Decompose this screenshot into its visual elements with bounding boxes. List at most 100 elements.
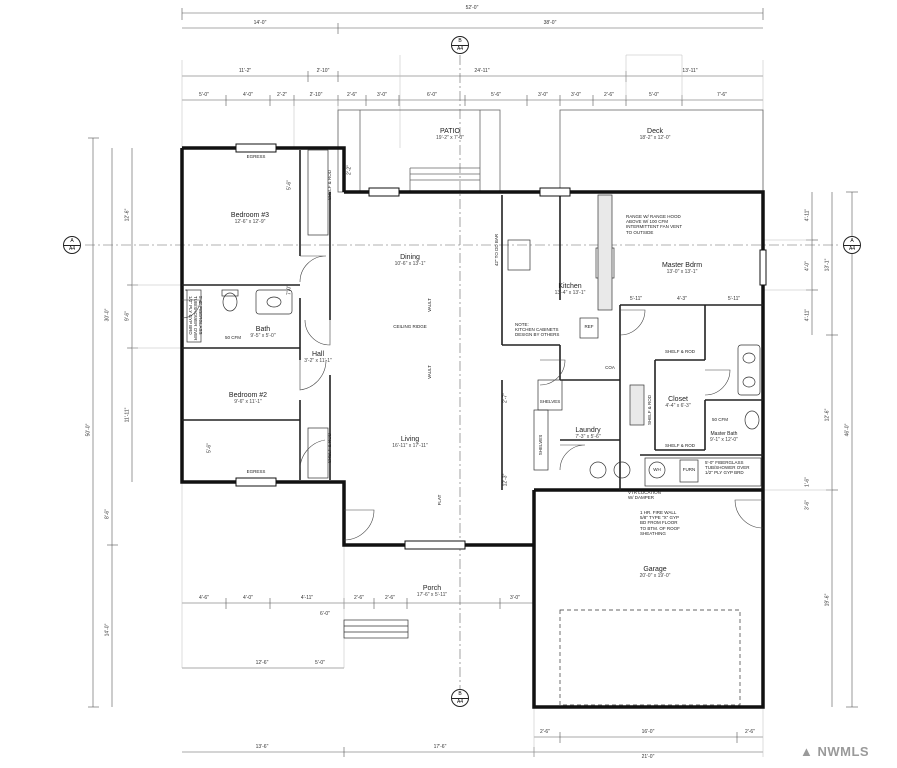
dim-inner: 2'-7" [502, 393, 509, 403]
dim-top-row4: 2'-6" [347, 92, 357, 98]
shelves-label-2: SHELVES [537, 434, 543, 456]
dim-top-row4: 5'-0" [649, 92, 659, 98]
dim-inner: 6'-0" [320, 611, 330, 617]
marker-letter: B [458, 691, 462, 697]
dim-right-c: 19'-6" [824, 593, 831, 607]
dim-bottom-d: 16'-0" [641, 729, 655, 735]
marker-letter: A [70, 238, 74, 244]
section-cut-lines [85, 55, 840, 690]
dim-bottom-c: 21'-0" [641, 754, 655, 760]
dim-top-row2-left: 14'-0" [253, 20, 267, 26]
dim-right-overall: 46'-0" [844, 423, 851, 437]
dim-top-row4: 2'-6" [604, 92, 614, 98]
range-note: RANGE W/ RANGE HOOD ABOVE W/ 100 CFM INT… [626, 214, 683, 235]
marker-sheet: A4 [456, 46, 464, 52]
dim-inner: 5'-0" [315, 660, 325, 666]
vault-label-upper: VAULT [426, 298, 432, 312]
door-swings [181, 255, 764, 541]
dim-top-row3-b: 2'-10" [316, 68, 330, 74]
dim-top-row4: 2'-10" [309, 92, 323, 98]
dim-right-h: 1'-6" [804, 477, 811, 487]
room-name: Bath [255, 326, 271, 333]
dim-right-e: 4'-0" [804, 261, 811, 271]
marker-sheet: A4 [68, 246, 76, 252]
room-name: PATIO [440, 128, 460, 135]
dim-top-row4: 3'-0" [571, 92, 581, 98]
room-size: 16'-11" x 17'-11" [392, 443, 428, 449]
dim-left-d: 11'-11" [124, 407, 131, 423]
section-marker-bottom: B A4 [451, 689, 469, 707]
shelves-label-1: SHELVES [539, 399, 561, 404]
marker-sheet: A4 [848, 246, 856, 252]
patio-deck-outline [337, 109, 764, 193]
dim-top-row3-d: 13'-11" [682, 68, 698, 74]
shelf-rod-bed2: SHELF & ROD [326, 432, 332, 464]
guide-lines [132, 54, 832, 757]
room-name: Master Bath [710, 431, 738, 437]
room-name: Bedroom #3 [230, 212, 270, 219]
dim-inner: 5'-11" [727, 296, 741, 302]
shelf-rod-master: SHELF & ROD [664, 349, 696, 354]
dim-left-overall: 50'-0" [85, 423, 92, 437]
dim-top-row4: 2'-2" [277, 92, 287, 98]
room-name: Hall [311, 351, 325, 358]
room-name: Dining [400, 254, 420, 261]
room-size: 18'-2" x 12'-0" [639, 135, 671, 141]
room-name: Closet [668, 396, 688, 403]
fiberglass-note-bath: 5'-0" FIBERGLASS TUB/SHOWER OVER 1/2" PL… [187, 296, 203, 341]
room-size: 9'-1" x 12'-0" [710, 437, 738, 443]
dim-inner: 12'-3" [502, 473, 509, 487]
room-size: 12'-6" x 12'-9" [234, 219, 266, 225]
dim-top-row3-a: 11'-2" [238, 68, 252, 74]
section-marker-left: A A4 [63, 236, 81, 254]
dim-inner: 2'-2" [346, 165, 353, 175]
dim-porch-row: 4'-11" [300, 595, 314, 601]
dim-right-f: 4'-11" [804, 308, 811, 322]
dim-left-e: 8'-6" [104, 509, 111, 519]
room-size: 10'-6" x 13'-1" [394, 261, 426, 267]
egress-label-top: EGRESS [246, 154, 266, 159]
room-size: 17'-6" x 5'-11" [416, 592, 448, 598]
dim-left-b: 12'-6" [124, 208, 131, 222]
ceiling-ridge-label: CEILING RIDGE [393, 324, 427, 329]
fixtures [186, 149, 762, 706]
room-name: Master Bdrm [661, 262, 703, 269]
room-size: 7'-3" x 5'-6" [575, 434, 601, 440]
room-size: 13'-4" x 13'-1" [554, 290, 586, 296]
room-name: Living [400, 436, 420, 443]
cfm-label-master: 50 CFM [711, 417, 729, 422]
room-name: Laundry [575, 427, 601, 434]
shelf-rod-closet: SHELF & ROD [664, 443, 696, 448]
marker-letter: B [458, 38, 462, 44]
dim-top-row4: 3'-0" [377, 92, 387, 98]
dim-bottom-a: 13'-6" [255, 744, 269, 750]
dim-left-g: 5'-6" [206, 443, 213, 453]
room-size: 3'-2" x 11'-1" [304, 358, 332, 364]
dim-top-row3-c: 24'-11" [474, 68, 490, 74]
coa-label: COA [605, 365, 615, 370]
room-size: 13'-0" x 13'-1" [666, 269, 698, 275]
bar-height-label: 42" TO DD BAR [493, 233, 499, 267]
dim-porch-row: 2'-6" [385, 595, 395, 601]
shelf-rod-bed3: SHELF & ROD [326, 169, 332, 201]
marker-sheet: A4 [456, 699, 464, 705]
dim-inner: 5'-11" [629, 296, 643, 302]
ref-label: REF [584, 324, 594, 329]
dim-bottom-e: 2'-6" [540, 729, 550, 735]
nwmls-watermark: ▲ NWMLS [800, 745, 869, 758]
room-size: 20'-0" x 19'-0" [639, 573, 671, 579]
dim-top-row4: 3'-0" [538, 92, 548, 98]
room-name: Bedroom #2 [228, 392, 268, 399]
dim-top-row4: 5'-0" [199, 92, 209, 98]
